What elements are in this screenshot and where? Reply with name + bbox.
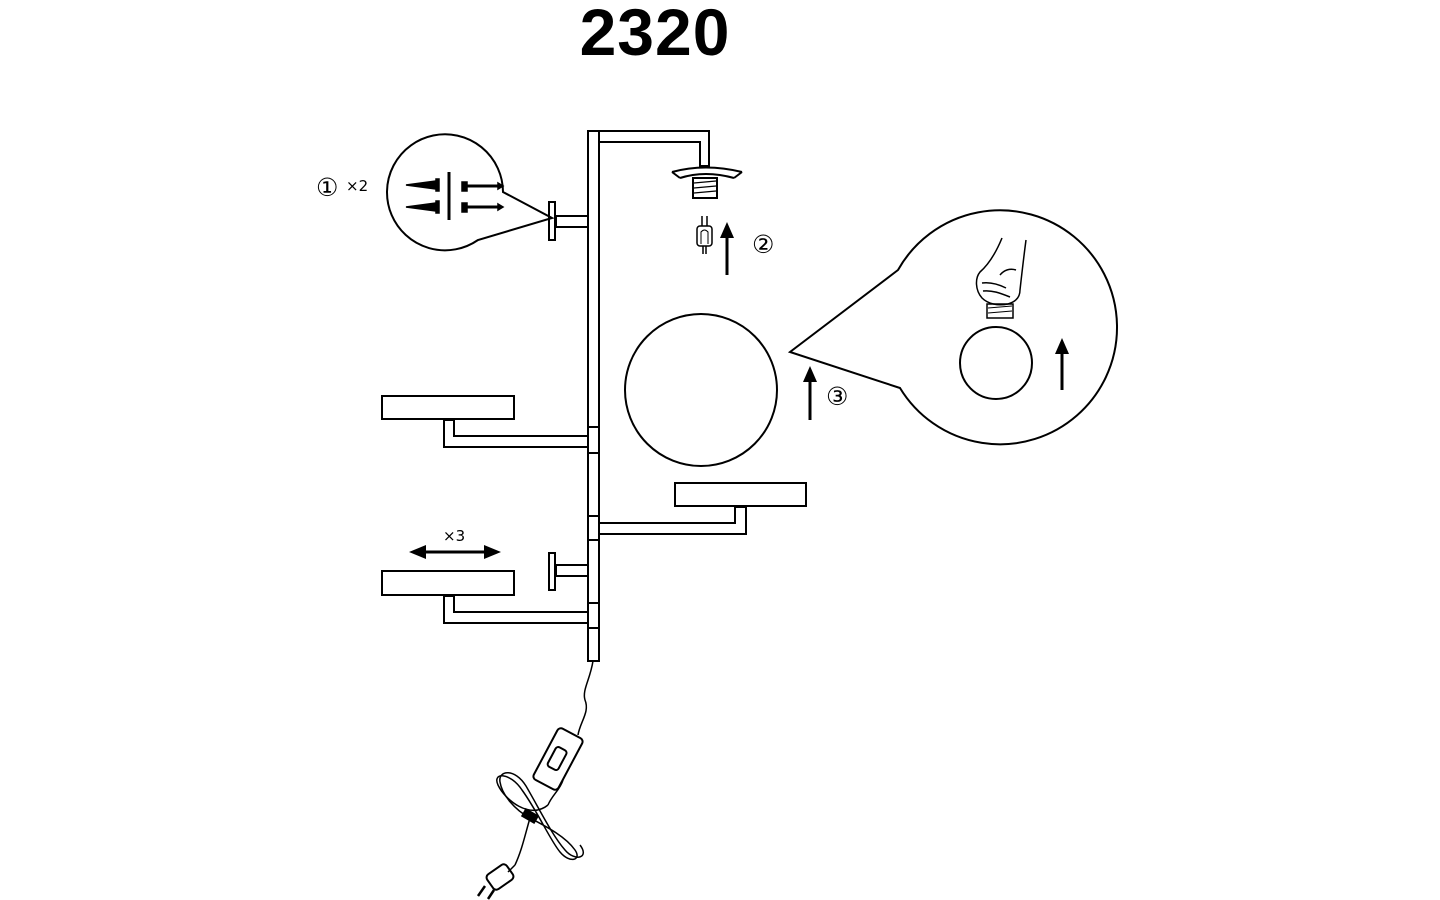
bulb-icon <box>986 303 1014 319</box>
shade-qty: ×3 <box>443 527 465 545</box>
bulb-socket <box>671 166 743 199</box>
left-arm-1 <box>381 395 588 448</box>
lamp-shade-1 <box>381 395 515 420</box>
plug-icon <box>476 863 516 900</box>
step-1-qty: ×2 <box>346 177 368 195</box>
up-arrow-icon <box>803 366 817 420</box>
lamp-shade-3 <box>381 570 515 596</box>
hand-icon <box>975 237 1027 306</box>
switch-icon <box>532 727 584 791</box>
up-arrow-icon <box>720 222 734 275</box>
screw-icon <box>405 178 505 214</box>
glass-globe <box>624 313 778 467</box>
wall-bracket-top <box>548 201 589 241</box>
up-arrow-icon <box>1055 338 1069 390</box>
cord-coil <box>496 772 585 866</box>
top-arm <box>599 130 710 167</box>
lamp-pole <box>587 130 600 662</box>
globe-detail-callout <box>787 209 1118 446</box>
left-arm-2 <box>381 570 588 624</box>
lamp-shade-2 <box>674 482 807 507</box>
step-3-number: ③ <box>826 382 848 411</box>
right-arm <box>599 482 807 535</box>
double-arrow-icon <box>409 545 501 559</box>
screw-detail-callout <box>386 133 555 252</box>
step-1-number: ① <box>316 173 338 202</box>
step-2-number: ② <box>752 230 774 259</box>
bulb-icon <box>696 216 713 254</box>
globe-detail <box>959 326 1033 400</box>
model-number: 2320 <box>579 0 731 69</box>
wall-bracket-bottom <box>548 552 589 591</box>
